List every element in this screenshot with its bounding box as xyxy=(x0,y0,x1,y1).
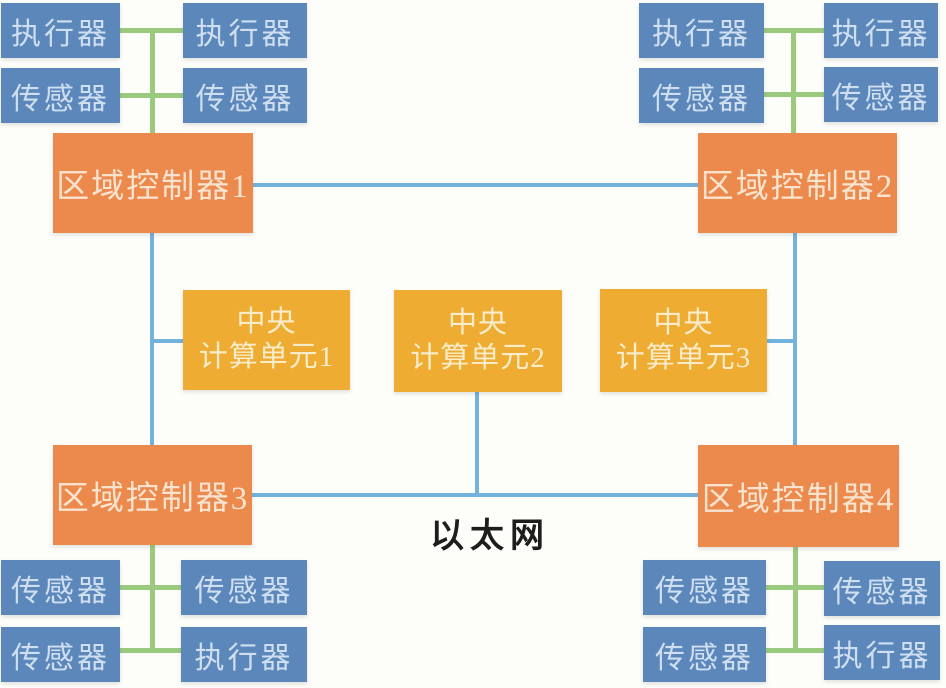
zone-controller-2-box: 区域控制器2 xyxy=(698,133,897,233)
sensor-label: 传感器 xyxy=(194,574,294,608)
ethernet-line-right-vertical xyxy=(793,233,797,445)
sensor-box: 传感器 xyxy=(1,68,120,123)
sensor-label: 传感器 xyxy=(655,641,754,675)
actuator-label: 执行器 xyxy=(831,17,931,51)
actuator-box: 执行器 xyxy=(1,3,120,58)
ethernet-stub-compute-unit-2 xyxy=(475,391,479,495)
central-compute-unit-2-label-line1: 中央 xyxy=(447,307,508,340)
fieldbus-line-row1-top-right xyxy=(764,28,824,33)
ethernet-stub-compute-unit-1 xyxy=(152,339,185,343)
sensor-box: 传感器 xyxy=(1,560,120,615)
central-compute-unit-1-label-line2: 计算单元1 xyxy=(198,341,335,373)
fieldbus-line-vertical-bottom-left xyxy=(150,545,155,651)
sensor-label: 传感器 xyxy=(11,82,110,116)
sensor-label: 传感器 xyxy=(652,82,751,116)
ethernet-line-top-horizontal xyxy=(253,183,698,187)
sensor-box: 传感器 xyxy=(1,627,120,682)
fieldbus-line-vertical-top-left xyxy=(150,29,155,133)
central-compute-unit-3-label-line2: 计算单元3 xyxy=(615,341,752,374)
actuator-box: 执行器 xyxy=(183,3,307,58)
fieldbus-line-row1-top-left xyxy=(120,28,183,33)
fieldbus-line-row1-bottom-left xyxy=(120,585,183,590)
ethernet-stub-compute-unit-3 xyxy=(765,339,795,343)
fieldbus-line-row2-top-right xyxy=(764,92,824,97)
central-compute-unit-3-label-line1: 中央 xyxy=(653,306,714,339)
fieldbus-line-row2-bottom-right xyxy=(766,648,824,653)
sensor-box: 传感器 xyxy=(824,561,940,616)
actuator-box: 执行器 xyxy=(824,625,940,680)
sensor-label: 传感器 xyxy=(11,641,110,675)
actuator-label: 执行器 xyxy=(11,17,110,51)
fieldbus-line-row1-bottom-right xyxy=(766,585,824,590)
actuator-box: 执行器 xyxy=(181,627,307,682)
sensor-label: 传感器 xyxy=(655,574,754,608)
sensor-label: 传感器 xyxy=(832,575,932,609)
sensor-label: 传感器 xyxy=(11,574,110,608)
fieldbus-line-row2-top-left xyxy=(120,93,183,98)
sensor-label: 传感器 xyxy=(831,81,931,115)
sensor-box: 传感器 xyxy=(639,68,764,123)
central-compute-unit-1-box: 中央 计算单元1 xyxy=(183,290,350,390)
actuator-box: 执行器 xyxy=(824,3,938,58)
zone-controller-4-label: 区域控制器4 xyxy=(701,482,896,518)
zone-controller-3-box: 区域控制器3 xyxy=(53,445,252,545)
zone-controller-1-box: 区域控制器1 xyxy=(53,133,253,233)
sensor-box: 传感器 xyxy=(824,67,938,122)
central-compute-unit-2-label-line2: 计算单元2 xyxy=(410,342,546,374)
sensor-box: 传感器 xyxy=(183,68,307,123)
zone-controller-2-label: 区域控制器2 xyxy=(700,169,895,205)
actuator-label: 执行器 xyxy=(195,17,295,51)
actuator-label: 执行器 xyxy=(652,17,751,51)
sensor-box: 传感器 xyxy=(643,627,766,682)
ethernet-line-bottom-horizontal xyxy=(252,493,698,497)
actuator-box: 执行器 xyxy=(639,3,764,58)
fieldbus-line-vertical-top-right xyxy=(791,29,796,133)
central-compute-unit-3-box: 中央 计算单元3 xyxy=(600,289,767,392)
fieldbus-line-vertical-bottom-right xyxy=(793,547,798,651)
actuator-label: 执行器 xyxy=(194,641,294,675)
sensor-box: 传感器 xyxy=(643,560,766,615)
central-compute-unit-1-label-line1: 中央 xyxy=(236,306,297,339)
zone-controller-1-label: 区域控制器1 xyxy=(56,169,250,205)
central-compute-unit-2-box: 中央 计算单元2 xyxy=(394,290,562,392)
ethernet-label: 以太网 xyxy=(430,518,550,555)
fieldbus-line-row2-bottom-left xyxy=(120,648,183,653)
zone-controller-4-box: 区域控制器4 xyxy=(698,445,899,547)
sensor-box: 传感器 xyxy=(181,560,307,615)
sensor-label: 传感器 xyxy=(195,82,295,116)
actuator-label: 执行器 xyxy=(832,639,932,673)
zone-controller-3-label: 区域控制器3 xyxy=(55,481,250,517)
